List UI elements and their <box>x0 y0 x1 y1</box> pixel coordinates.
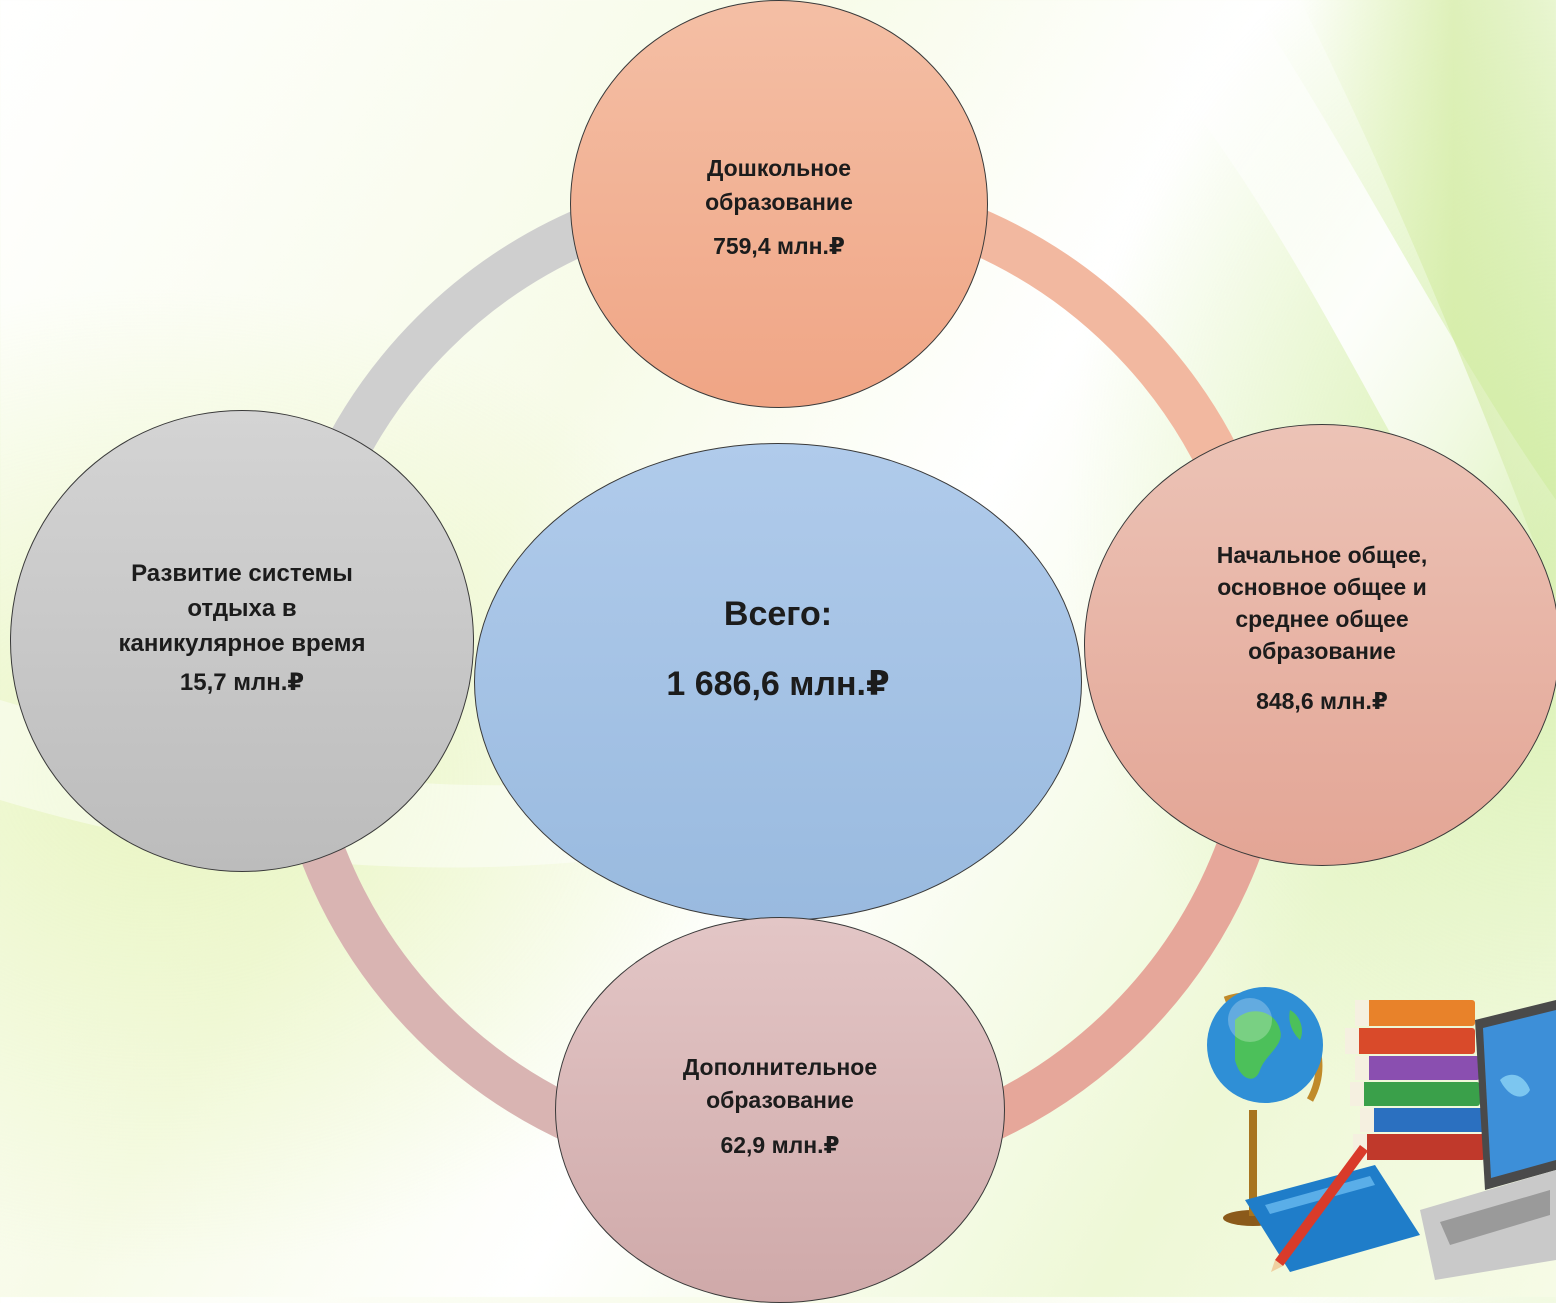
total-node: Всего: 1 686,6 млн.₽ <box>474 443 1082 921</box>
pencil-icon <box>1271 1145 1368 1272</box>
additional-education-value: 62,9 млн.₽ <box>720 1132 840 1158</box>
vacation-rest-value: 15,7 млн.₽ <box>179 669 305 696</box>
preschool-label: Дошкольное образование <box>705 155 853 215</box>
total-value: 1 686,6 млн.₽ <box>666 665 890 703</box>
preschool-value: 759,4 млн.₽ <box>713 233 845 259</box>
total-label: Всего: <box>723 595 833 633</box>
general-education-node: Начальное общее, основное общее и средне… <box>1084 424 1556 866</box>
globe-icon <box>1207 987 1323 1226</box>
notebook-icon <box>1245 1165 1420 1272</box>
education-illustration <box>1207 987 1556 1280</box>
preschool-node: Дошкольное образование 759,4 млн.₽ <box>570 0 988 408</box>
general-education-label: Начальное общее, основное общее и средне… <box>1216 542 1428 664</box>
vacation-rest-label: Развитие системы отдыха в каникулярное в… <box>118 560 366 657</box>
vacation-rest-node: Развитие системы отдыха в каникулярное в… <box>10 410 474 872</box>
laptop-icon <box>1420 1000 1556 1280</box>
general-education-value: 848,6 млн.₽ <box>1256 688 1388 714</box>
additional-education-label: Дополнительное образование <box>682 1054 878 1113</box>
books-icon <box>1345 1000 1485 1160</box>
additional-education-node: Дополнительное образование 62,9 млн.₽ <box>555 917 1005 1303</box>
